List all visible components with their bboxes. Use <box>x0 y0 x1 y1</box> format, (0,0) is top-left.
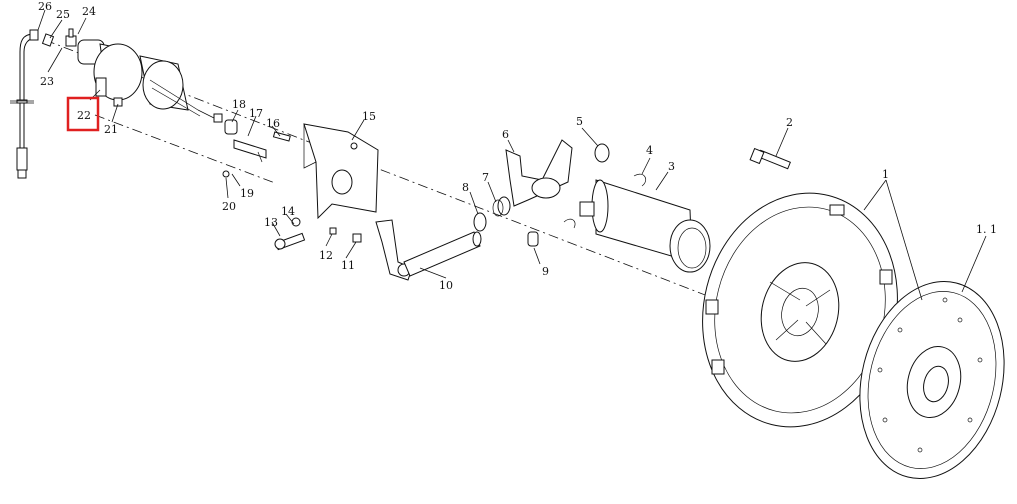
hose-pipe-part <box>10 30 38 178</box>
bush-part <box>595 144 609 162</box>
label-23: 23 <box>40 75 54 88</box>
leader-lines <box>37 9 987 301</box>
label-12: 12 <box>319 249 333 262</box>
label-2: 2 <box>786 116 793 129</box>
label-26: 26 <box>38 0 52 13</box>
label-1: 1 <box>882 168 889 181</box>
label-16: 16 <box>266 117 280 130</box>
pressure-plate-cover <box>678 172 921 447</box>
label-14: 14 <box>281 205 295 218</box>
label-5: 5 <box>576 115 583 128</box>
label-4: 4 <box>646 144 653 157</box>
label-15: 15 <box>362 110 376 123</box>
callout-labels: 26 25 24 23 22 21 20 19 18 17 16 15 14 1… <box>38 0 997 292</box>
label-24: 24 <box>82 5 96 18</box>
label-6: 6 <box>502 128 509 141</box>
label-22: 22 <box>77 109 91 122</box>
release-shaft-lever <box>376 220 481 280</box>
clip-part <box>564 174 646 228</box>
label-19: 19 <box>240 187 254 200</box>
label-7: 7 <box>482 171 489 184</box>
label-25: 25 <box>56 8 70 21</box>
label-1-1: 1. 1 <box>976 223 997 236</box>
label-21: 21 <box>104 123 118 136</box>
pin-and-clevis-parts <box>223 120 290 177</box>
bolts-and-nuts <box>275 218 361 250</box>
release-bearing-sleeve <box>580 180 710 272</box>
bolt-part <box>750 149 790 169</box>
label-10: 10 <box>439 279 453 292</box>
clutch-disc <box>840 266 1017 494</box>
label-20: 20 <box>222 200 236 213</box>
highlight-box <box>66 96 100 132</box>
bushing-and-ring <box>474 197 510 231</box>
label-3: 3 <box>668 160 675 173</box>
label-18: 18 <box>232 98 246 111</box>
release-fork <box>506 140 572 246</box>
bracket-plate <box>304 124 378 218</box>
clutch-booster-assembly <box>78 40 222 122</box>
label-11: 11 <box>341 259 355 272</box>
label-9: 9 <box>542 265 549 278</box>
label-17: 17 <box>249 107 263 120</box>
fitting-parts <box>43 29 76 46</box>
label-8: 8 <box>462 181 469 194</box>
label-13: 13 <box>264 216 278 229</box>
